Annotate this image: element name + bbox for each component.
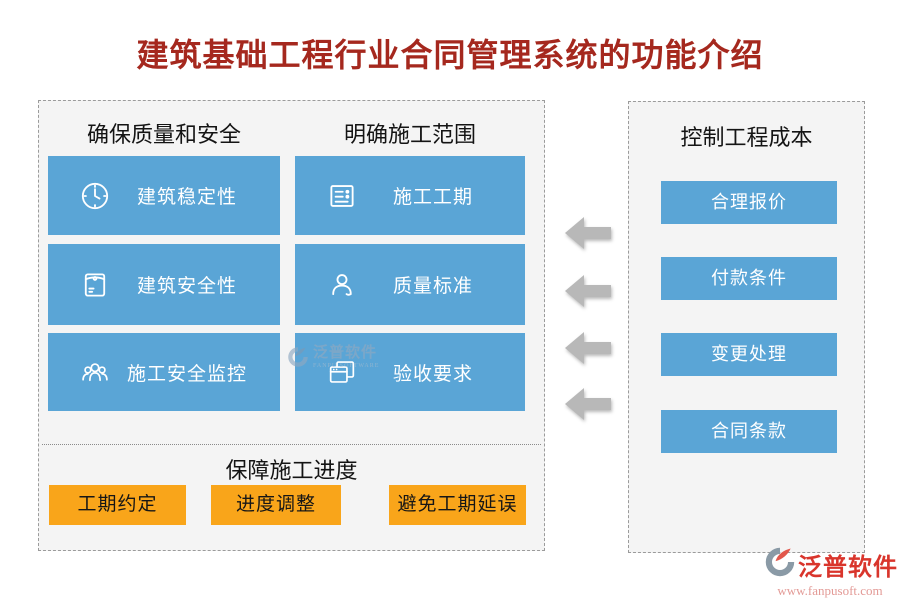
quality-scope-panel: 确保质量和安全 明确施工范围 建筑稳定性 建筑安全性: [38, 100, 545, 551]
feature-quality-standard: 质量标准: [295, 244, 525, 325]
feature-label: 建筑安全性: [136, 276, 237, 297]
clock-icon: [78, 179, 112, 213]
cost-change-handling: 变更处理: [661, 333, 837, 376]
progress-schedule-adjustment: 进度调整: [211, 485, 341, 525]
left-arrow-icon: [565, 217, 611, 249]
cost-reasonable-quote: 合理报价: [661, 181, 837, 224]
brand-url-link[interactable]: www.fanpusoft.com: [777, 583, 883, 598]
schedule-board-icon: [325, 179, 359, 213]
progress-avoid-delay: 避免工期延误: [389, 485, 526, 525]
feature-label: 建筑稳定性: [136, 187, 237, 208]
brand-name: 泛普软件: [798, 555, 898, 581]
cost-control-panel: 控制工程成本 合理报价 付款条件 变更处理 合同条款: [628, 101, 865, 553]
person-icon: [325, 268, 359, 302]
feature-construction-period: 施工工期: [295, 156, 525, 235]
left-arrow-icon: [565, 332, 611, 364]
left-arrow-icon: [565, 388, 611, 420]
dotted-divider: [42, 444, 541, 445]
section-header-cost-control: 控制工程成本: [680, 125, 813, 150]
feature-building-stability: 建筑稳定性: [48, 156, 280, 235]
progress-period-agreement: 工期约定: [49, 485, 186, 525]
section-header-progress: 保障施工进度: [225, 458, 358, 483]
feature-label: 施工工期: [392, 187, 473, 208]
people-group-icon: [78, 355, 112, 389]
cost-contract-terms: 合同条款: [661, 410, 837, 453]
feature-construction-safety-monitoring: 施工安全监控: [48, 333, 280, 411]
feature-building-safety: 建筑安全性: [48, 244, 280, 325]
cost-payment-terms: 付款条件: [661, 257, 837, 300]
section-header-construction-scope: 明确施工范围: [343, 122, 476, 147]
brand-logo-icon: [764, 546, 796, 583]
section-header-quality-safety: 确保质量和安全: [86, 122, 241, 147]
brand-footer: 泛普软件 www.fanpusoft.com: [764, 546, 898, 599]
left-arrow-icon: [565, 275, 611, 307]
feature-label: 验收要求: [392, 363, 473, 385]
stacked-documents-icon: [325, 355, 359, 389]
feature-label: 质量标准: [392, 276, 473, 297]
feature-acceptance-requirements: 验收要求: [295, 333, 525, 411]
document-envelope-icon: [78, 268, 112, 302]
feature-label: 施工安全监控: [126, 363, 247, 385]
page-title: 建筑基础工程行业合同管理系统的功能介绍: [136, 37, 764, 73]
